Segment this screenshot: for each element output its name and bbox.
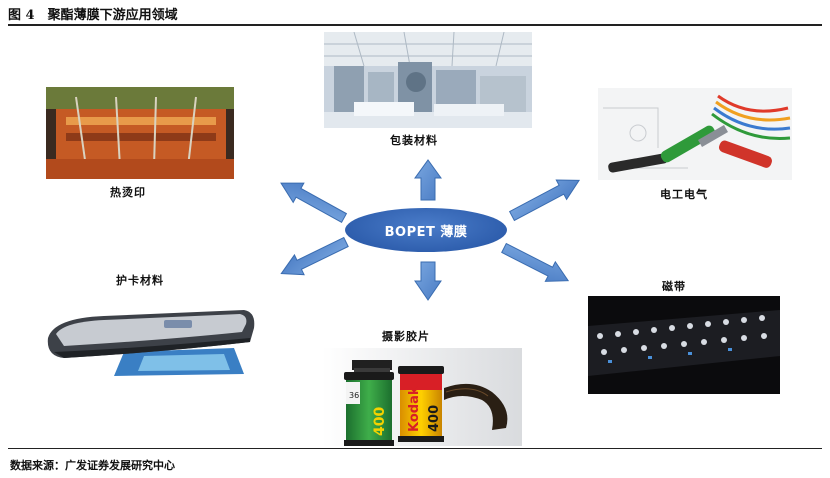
arrow-to-electrical — [508, 179, 581, 222]
label-packaging: 包装材料 — [390, 134, 438, 147]
figure-title: 图 4 聚酯薄膜下游应用领域 — [8, 8, 178, 23]
green-canister-speed: 400 — [372, 407, 388, 436]
arrow-to-card-protection — [280, 236, 349, 276]
photo-film-photo: 36 400 Kodak 400 — [322, 348, 522, 446]
label-magnetic-tape: 磁带 — [662, 280, 686, 293]
film-brand-logo: Kodak — [407, 386, 422, 432]
source-note: 数据来源：广发证券发展研究中心 — [10, 459, 175, 472]
hot-stamping-photo — [46, 87, 234, 179]
arrow-to-magnetic-tape — [501, 242, 570, 282]
label-hot-stamping: 热烫印 — [110, 186, 146, 199]
packaging-photo — [324, 32, 532, 128]
electrical-photo — [598, 88, 792, 180]
arrow-to-packaging — [414, 159, 442, 201]
arrow-to-photo-film — [414, 261, 442, 301]
top-rule — [8, 24, 822, 26]
magnetic-tape-photo — [588, 296, 780, 394]
label-photo-film: 摄影胶片 — [382, 330, 430, 343]
film-exposure-count: 36 — [349, 391, 359, 400]
label-electrical: 电工电气 — [660, 188, 708, 201]
label-card-protection: 护卡材料 — [116, 274, 164, 287]
center-node-bopet: BOPET 薄膜 — [345, 208, 507, 252]
center-node-label: BOPET 薄膜 — [384, 224, 468, 240]
yellow-canister-speed: 400 — [427, 405, 442, 432]
bottom-rule — [8, 448, 822, 449]
arrow-to-hot-stamping — [280, 182, 348, 224]
card-protection-photo — [44, 308, 260, 378]
